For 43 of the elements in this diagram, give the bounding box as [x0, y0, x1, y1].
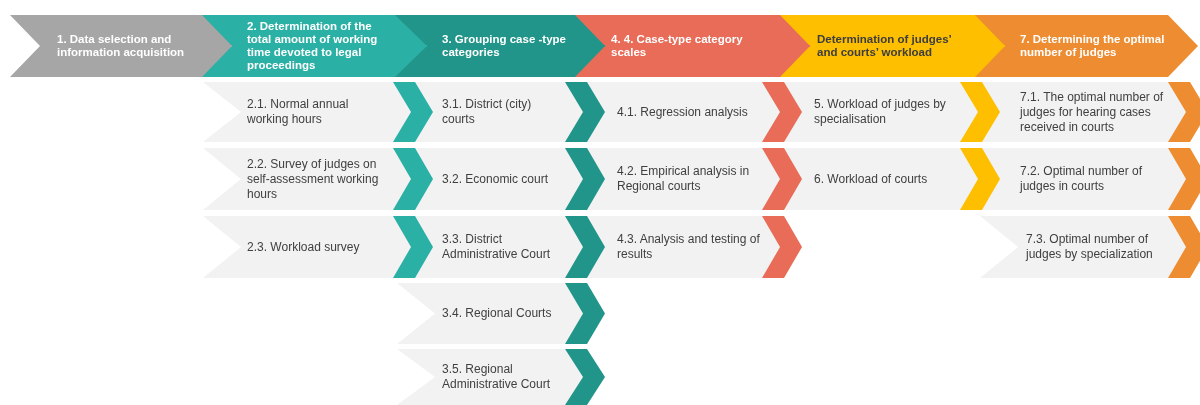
step-label: 4.2. Empirical analysis in Regional courts — [617, 164, 751, 194]
step-label: 7. Determining the optimal number of judges — [1020, 33, 1166, 59]
step-label: 2.1. Normal annual working hours — [247, 97, 350, 127]
chevron-arrow — [762, 82, 802, 142]
chevron-arrow — [779, 15, 811, 77]
chevron-arrow — [960, 148, 1000, 210]
step-label: 1. Data selection and information acquisition — [57, 33, 186, 59]
chevron-arrow — [393, 82, 433, 142]
chevron-arrow — [393, 216, 433, 278]
step-label: 2. Determination of the total amount of working time devoted to legal proceedings — [247, 20, 379, 72]
chevron-arrow — [565, 82, 605, 142]
step-label: 3.2. Economic court — [442, 171, 549, 187]
step-label: 3.3. District Administrative Court — [442, 232, 552, 262]
step-label: 3.1. District (city) courts — [442, 97, 533, 127]
chevron-arrow — [393, 148, 433, 210]
chevron-arrow — [565, 283, 605, 344]
chevron-arrow — [762, 216, 802, 278]
chevron-arrow — [1168, 216, 1200, 278]
step-label: 5. Workload of judges by specialisation — [814, 97, 947, 127]
chevron-arrow — [960, 82, 1000, 142]
step-label: 6. Workload of courts — [814, 171, 928, 187]
step-label: 4.3. Analysis and testing of results — [617, 232, 760, 262]
chevron-arrow — [574, 15, 606, 77]
step-label: 2.2. Survey of judges on self-assessment working hours — [247, 156, 380, 202]
chevron-arrow — [974, 15, 1006, 77]
step-label: 3.5. Regional Administrative Court — [442, 362, 552, 392]
step-label: 7.3. Optimal number of judges by specialization — [1026, 232, 1154, 262]
step-label: Determination of judges’ and courts’ workload — [817, 33, 953, 59]
chevron-arrow — [565, 349, 605, 405]
chevron-arrow — [565, 148, 605, 210]
chevron-arrow — [1168, 82, 1200, 142]
step-label: 3. Grouping case -type categories — [442, 33, 567, 59]
step-label: 2.3. Workload survey — [247, 239, 360, 255]
chevron-arrow — [762, 148, 802, 210]
chevron-arrow — [565, 216, 605, 278]
step-label: 4.1. Regression analysis — [617, 104, 748, 120]
step-label: 4. 4. Case-type category scales — [611, 33, 744, 59]
step-label: 3.4. Regional Courts — [442, 306, 552, 321]
chevron-arrow — [394, 15, 428, 77]
step-label: 7.2. Optimal number of judges in courts — [1020, 164, 1144, 194]
chevron-arrow — [1168, 148, 1200, 210]
step-label: 7.1. The optimal number of judges for hearing cases received in courts — [1020, 89, 1165, 135]
chevron-arrow — [201, 15, 233, 77]
